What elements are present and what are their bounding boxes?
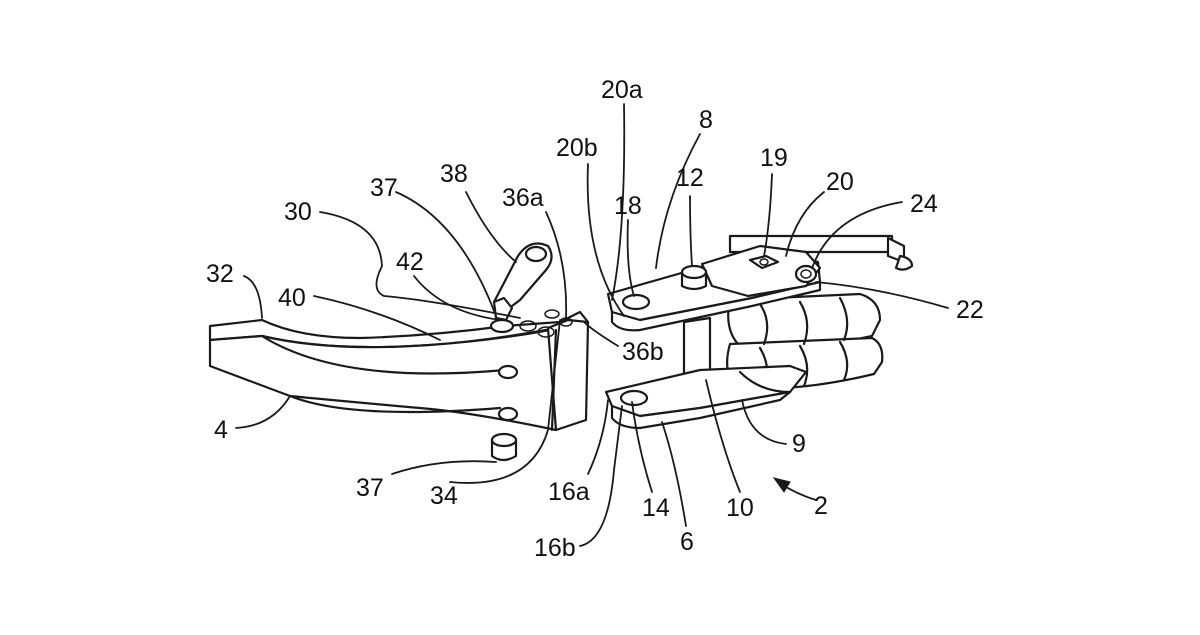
label-30: 30 (284, 198, 312, 226)
label-34: 34 (430, 482, 458, 510)
label-16a: 16a (548, 478, 590, 506)
label-9: 9 (792, 430, 806, 458)
label-14: 14 (642, 494, 670, 522)
label-37-bottom: 37 (356, 474, 384, 502)
label-36b: 36b (622, 338, 664, 366)
label-20b: 20b (556, 134, 598, 162)
label-20: 20 (826, 168, 854, 196)
label-6: 6 (680, 528, 694, 556)
label-37-top: 37 (370, 174, 398, 202)
label-32: 32 (206, 260, 234, 288)
label-40: 40 (278, 284, 306, 312)
pivot-link-38 (491, 244, 552, 332)
label-36a: 36a (502, 184, 544, 212)
label-18: 18 (614, 192, 642, 220)
label-38: 38 (440, 160, 468, 188)
label-24: 24 (910, 190, 938, 218)
label-22: 22 (956, 296, 984, 324)
label-10: 10 (726, 494, 754, 522)
label-19: 19 (760, 144, 788, 172)
label-42: 42 (396, 248, 424, 276)
hinge-assembly-2 (606, 236, 912, 428)
label-4: 4 (214, 416, 228, 444)
curved-arm-4 (210, 310, 588, 460)
label-8: 8 (699, 106, 713, 134)
label-2: 2 (814, 492, 828, 520)
label-16b: 16b (534, 534, 576, 562)
label-12: 12 (676, 164, 704, 192)
label-20a: 20a (601, 76, 643, 104)
